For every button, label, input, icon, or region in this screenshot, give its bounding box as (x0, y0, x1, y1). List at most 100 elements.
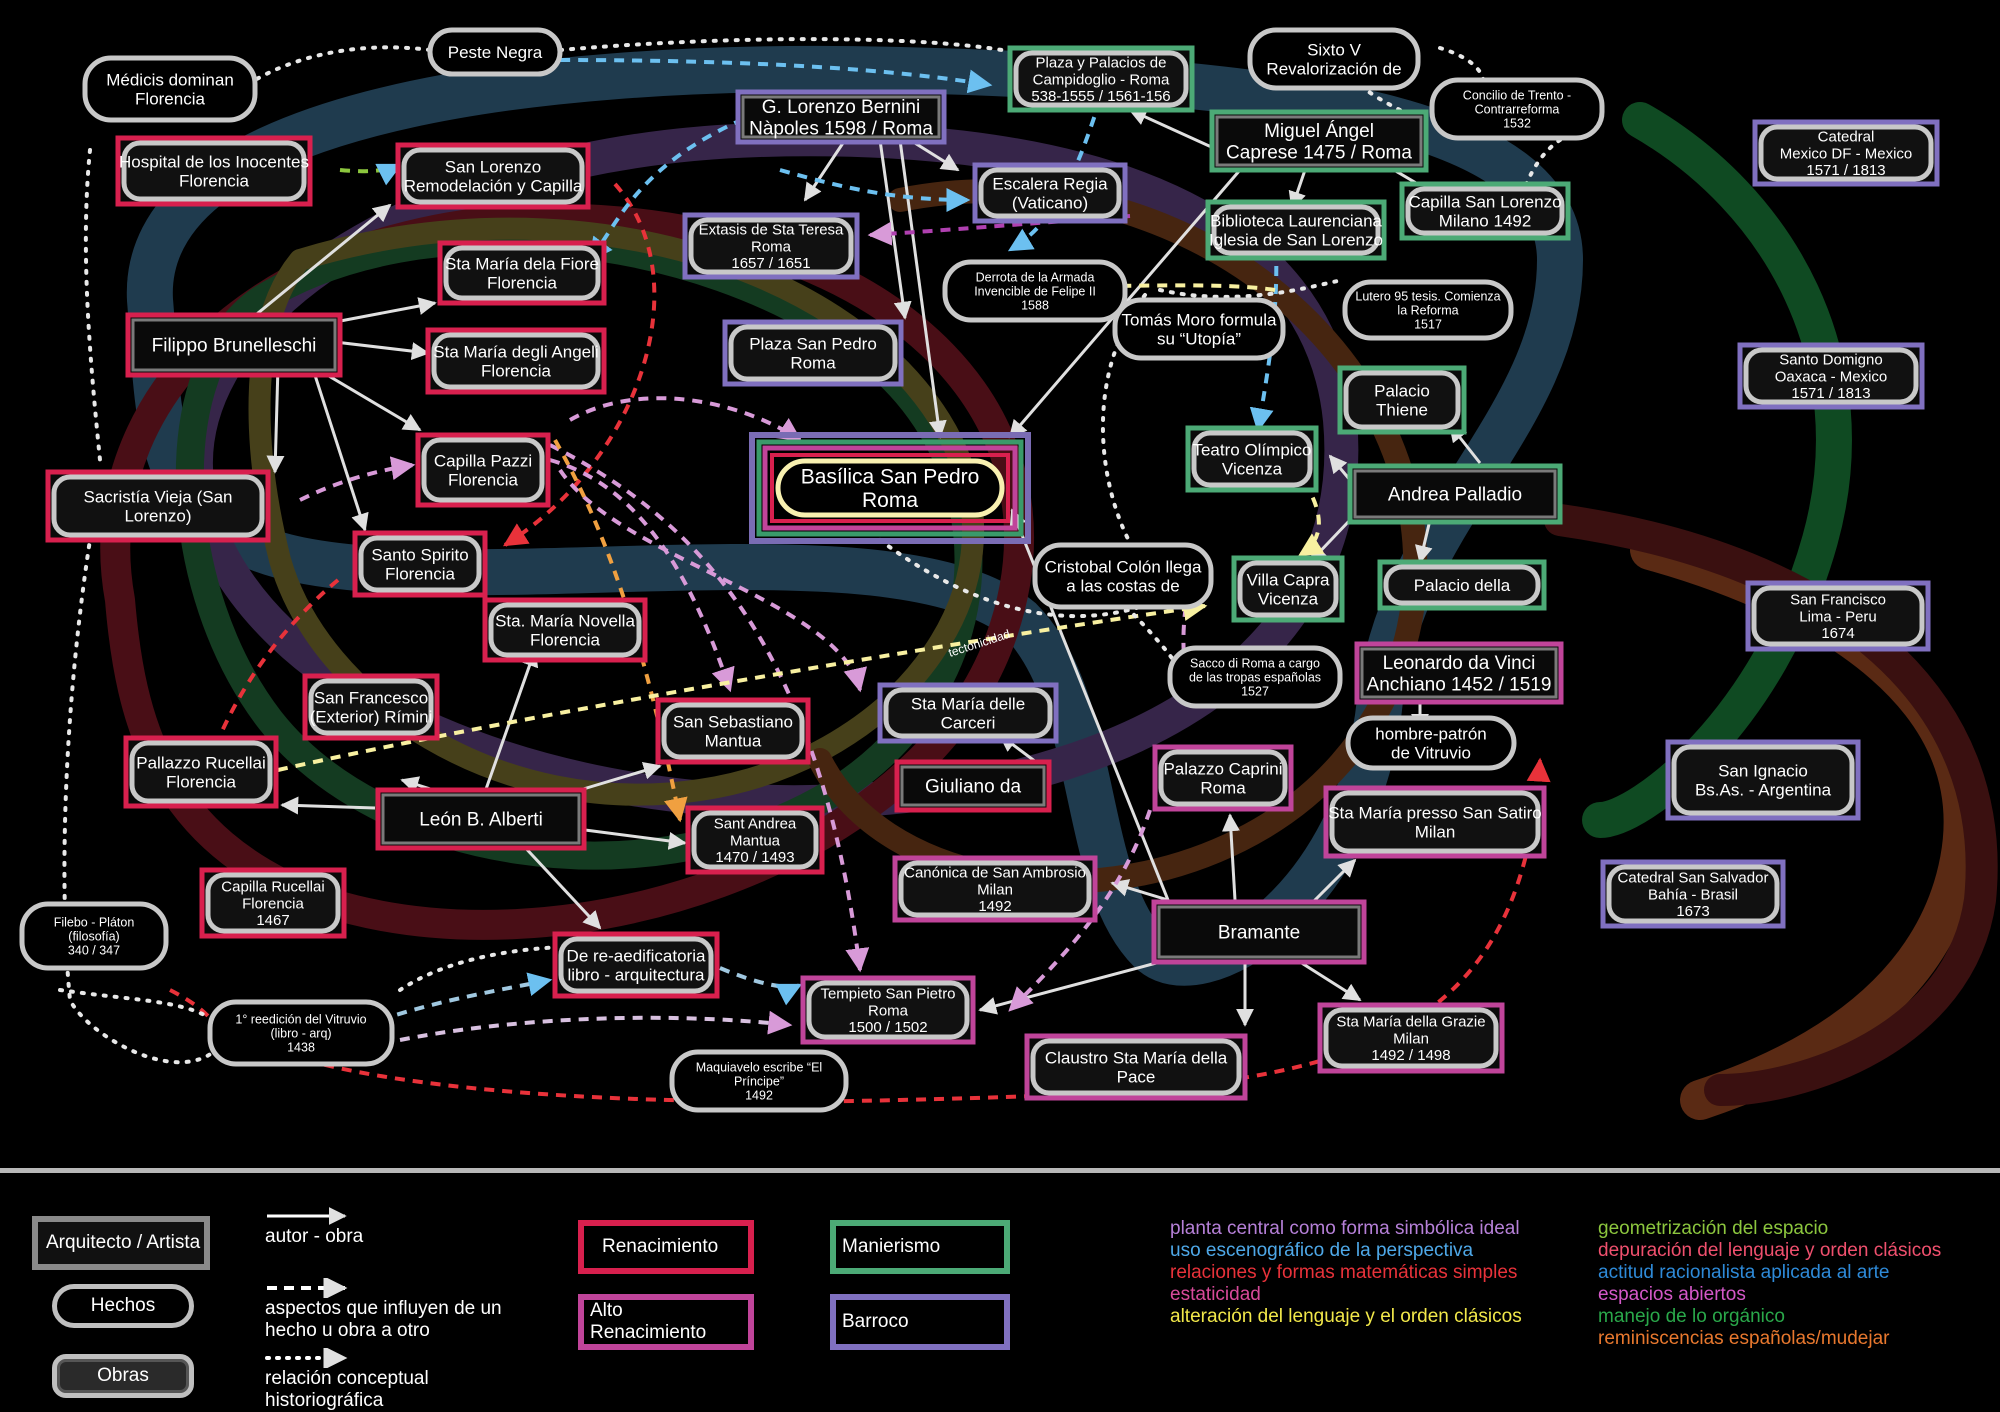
node-label-line: (libro - arq) (270, 1026, 331, 1040)
alto-frame (762, 445, 1018, 531)
node-label-line: 1492 / 1498 (1371, 1047, 1450, 1064)
node-bramante[interactable]: Bramante (1151, 899, 1367, 965)
renacimiento-frame (770, 453, 1010, 523)
node-label-line: Plaza y Palacios de (1036, 54, 1167, 71)
obra-frame (978, 167, 1122, 219)
node-label-line: Sta María della Grazie (1336, 1013, 1485, 1030)
node-label-line: Basílica San Pedro (801, 466, 980, 489)
node-label-line: 538-1555 / 1561-156 (1031, 88, 1170, 105)
node-label-line: hombre-patrón (1375, 724, 1487, 743)
node-label-line: 1674 (1821, 625, 1854, 642)
node-label-line: 1500 / 1502 (848, 1019, 927, 1036)
node-filebo[interactable]: Filebo - Pláton(filosofía)340 / 347 (19, 901, 169, 971)
obra-frame (1751, 585, 1925, 647)
hecho-frame (1032, 542, 1214, 610)
obra-frame (806, 980, 970, 1040)
node-label-line: 1467 (256, 912, 289, 929)
node-escalera[interactable]: Escalera Regia(Vaticano) (972, 162, 1128, 224)
legend-renacimiento: Renacimiento (578, 1220, 754, 1274)
node-label-line: Capilla Rucellai (221, 878, 324, 895)
node-label-line: Sacco di Roma a cargo (1190, 656, 1320, 670)
arquitecto-frame (900, 765, 1046, 807)
obra-frame (421, 437, 545, 503)
node-label-line: Mantua (705, 731, 762, 750)
node-san-francesco[interactable]: San Francesco(Exterior) Rímini (302, 673, 440, 741)
node-label-line: Florencia (487, 273, 557, 292)
node-vitruvio[interactable]: 1° reedición del Vitruvio(libro - arq)14… (207, 999, 395, 1067)
node-label-line: Sta María dela Fiore (445, 254, 599, 273)
node-label-line: Invencible de Felipe II (974, 284, 1096, 298)
obra-frame (1329, 790, 1541, 854)
node-giuliano[interactable]: Giuliano da (894, 759, 1052, 813)
legend-autor: autor - obra (265, 1226, 364, 1247)
node-peste[interactable]: Peste Negra (427, 27, 563, 77)
node-label-line: 1470 / 1493 (715, 849, 794, 866)
node-palacio-della[interactable]: Palacio della (1377, 559, 1547, 611)
legend-category: alteración del lenguaje y el orden clási… (1170, 1306, 1522, 1327)
obra-frame (358, 535, 482, 593)
node-label-line: Leonardo da Vinci (1383, 653, 1536, 674)
node-label-line: Florencia (385, 564, 455, 583)
obra-frame (1405, 186, 1565, 236)
node-alberti[interactable]: León B. Alberti (375, 787, 587, 851)
legend-hechos: Hechos (52, 1284, 194, 1328)
node-label-line: 1571 / 1813 (1791, 385, 1870, 402)
node-label-line: Derrota de la Armada (976, 270, 1095, 284)
node-label-line: Milan (1393, 1030, 1429, 1047)
node-brunelleschi[interactable]: Filippo Brunelleschi (125, 312, 343, 378)
legend-category: espacios abiertos (1598, 1284, 1746, 1305)
node-palladio[interactable]: Andrea Palladio (1347, 463, 1563, 525)
node-label-line: Escalera Regia (992, 174, 1108, 193)
node-label-line: Lutero 95 tesis. Comienza (1355, 289, 1500, 303)
arquitecto-frame (1215, 115, 1423, 167)
